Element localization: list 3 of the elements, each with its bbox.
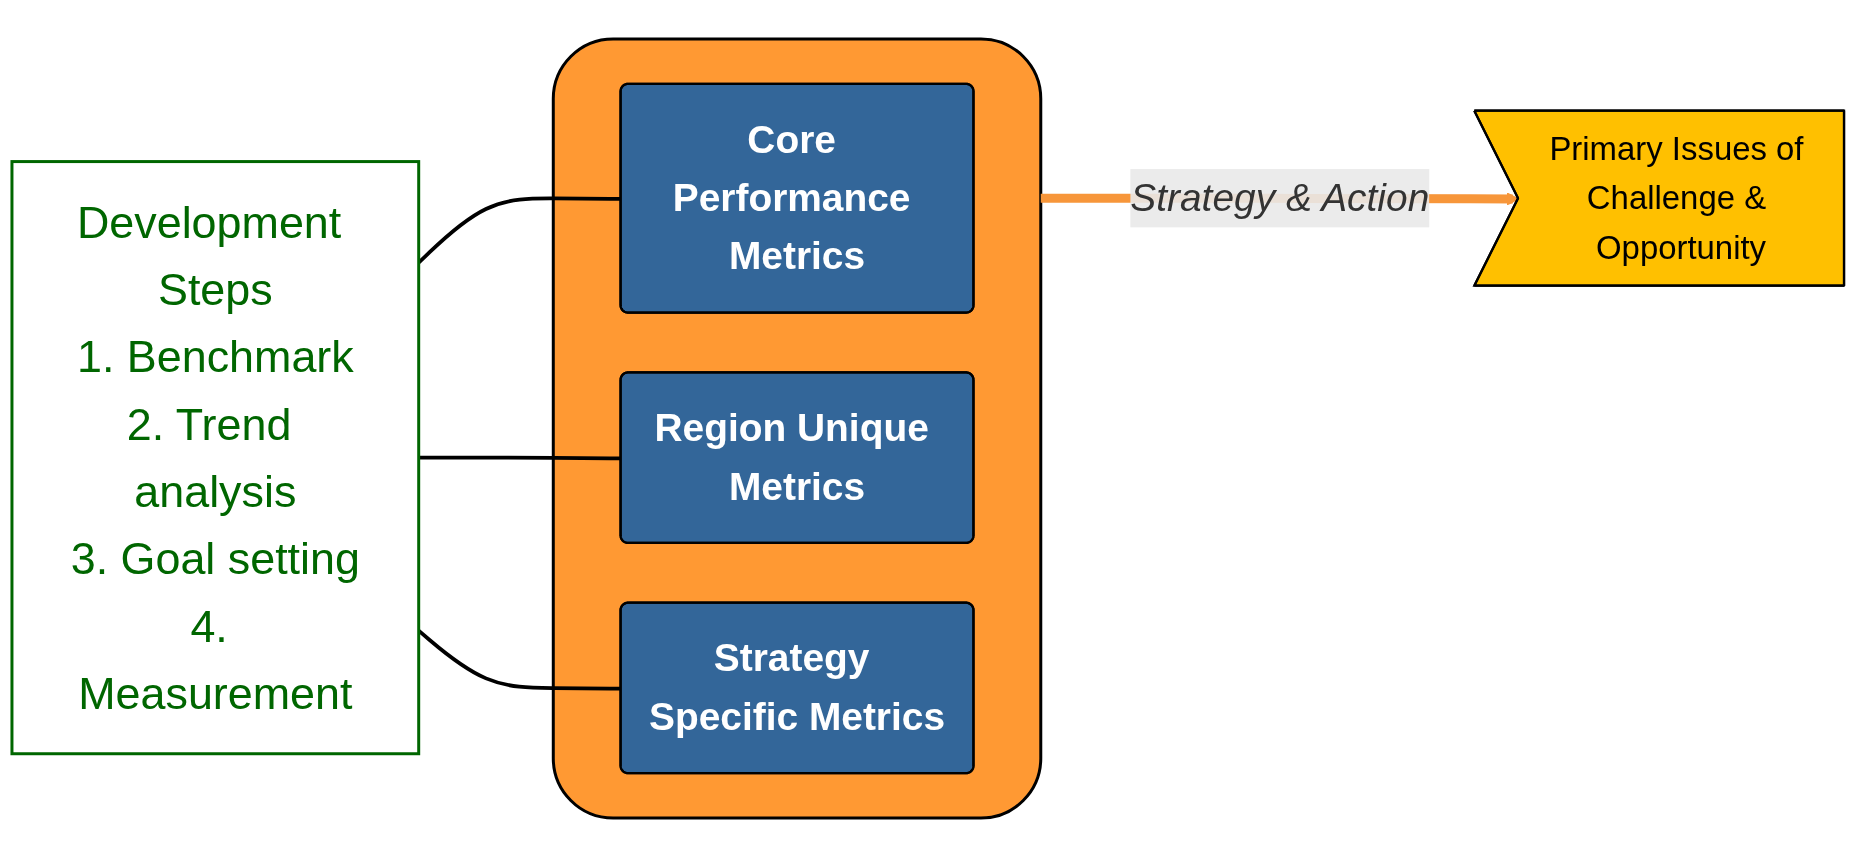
node-box: Development Steps 1. Benchmark 2. Trend analysis 3. Goal setting 4. Measurement [10, 160, 421, 756]
edge-label: Strategy & Action [1130, 175, 1430, 220]
cluster [551, 37, 1043, 820]
